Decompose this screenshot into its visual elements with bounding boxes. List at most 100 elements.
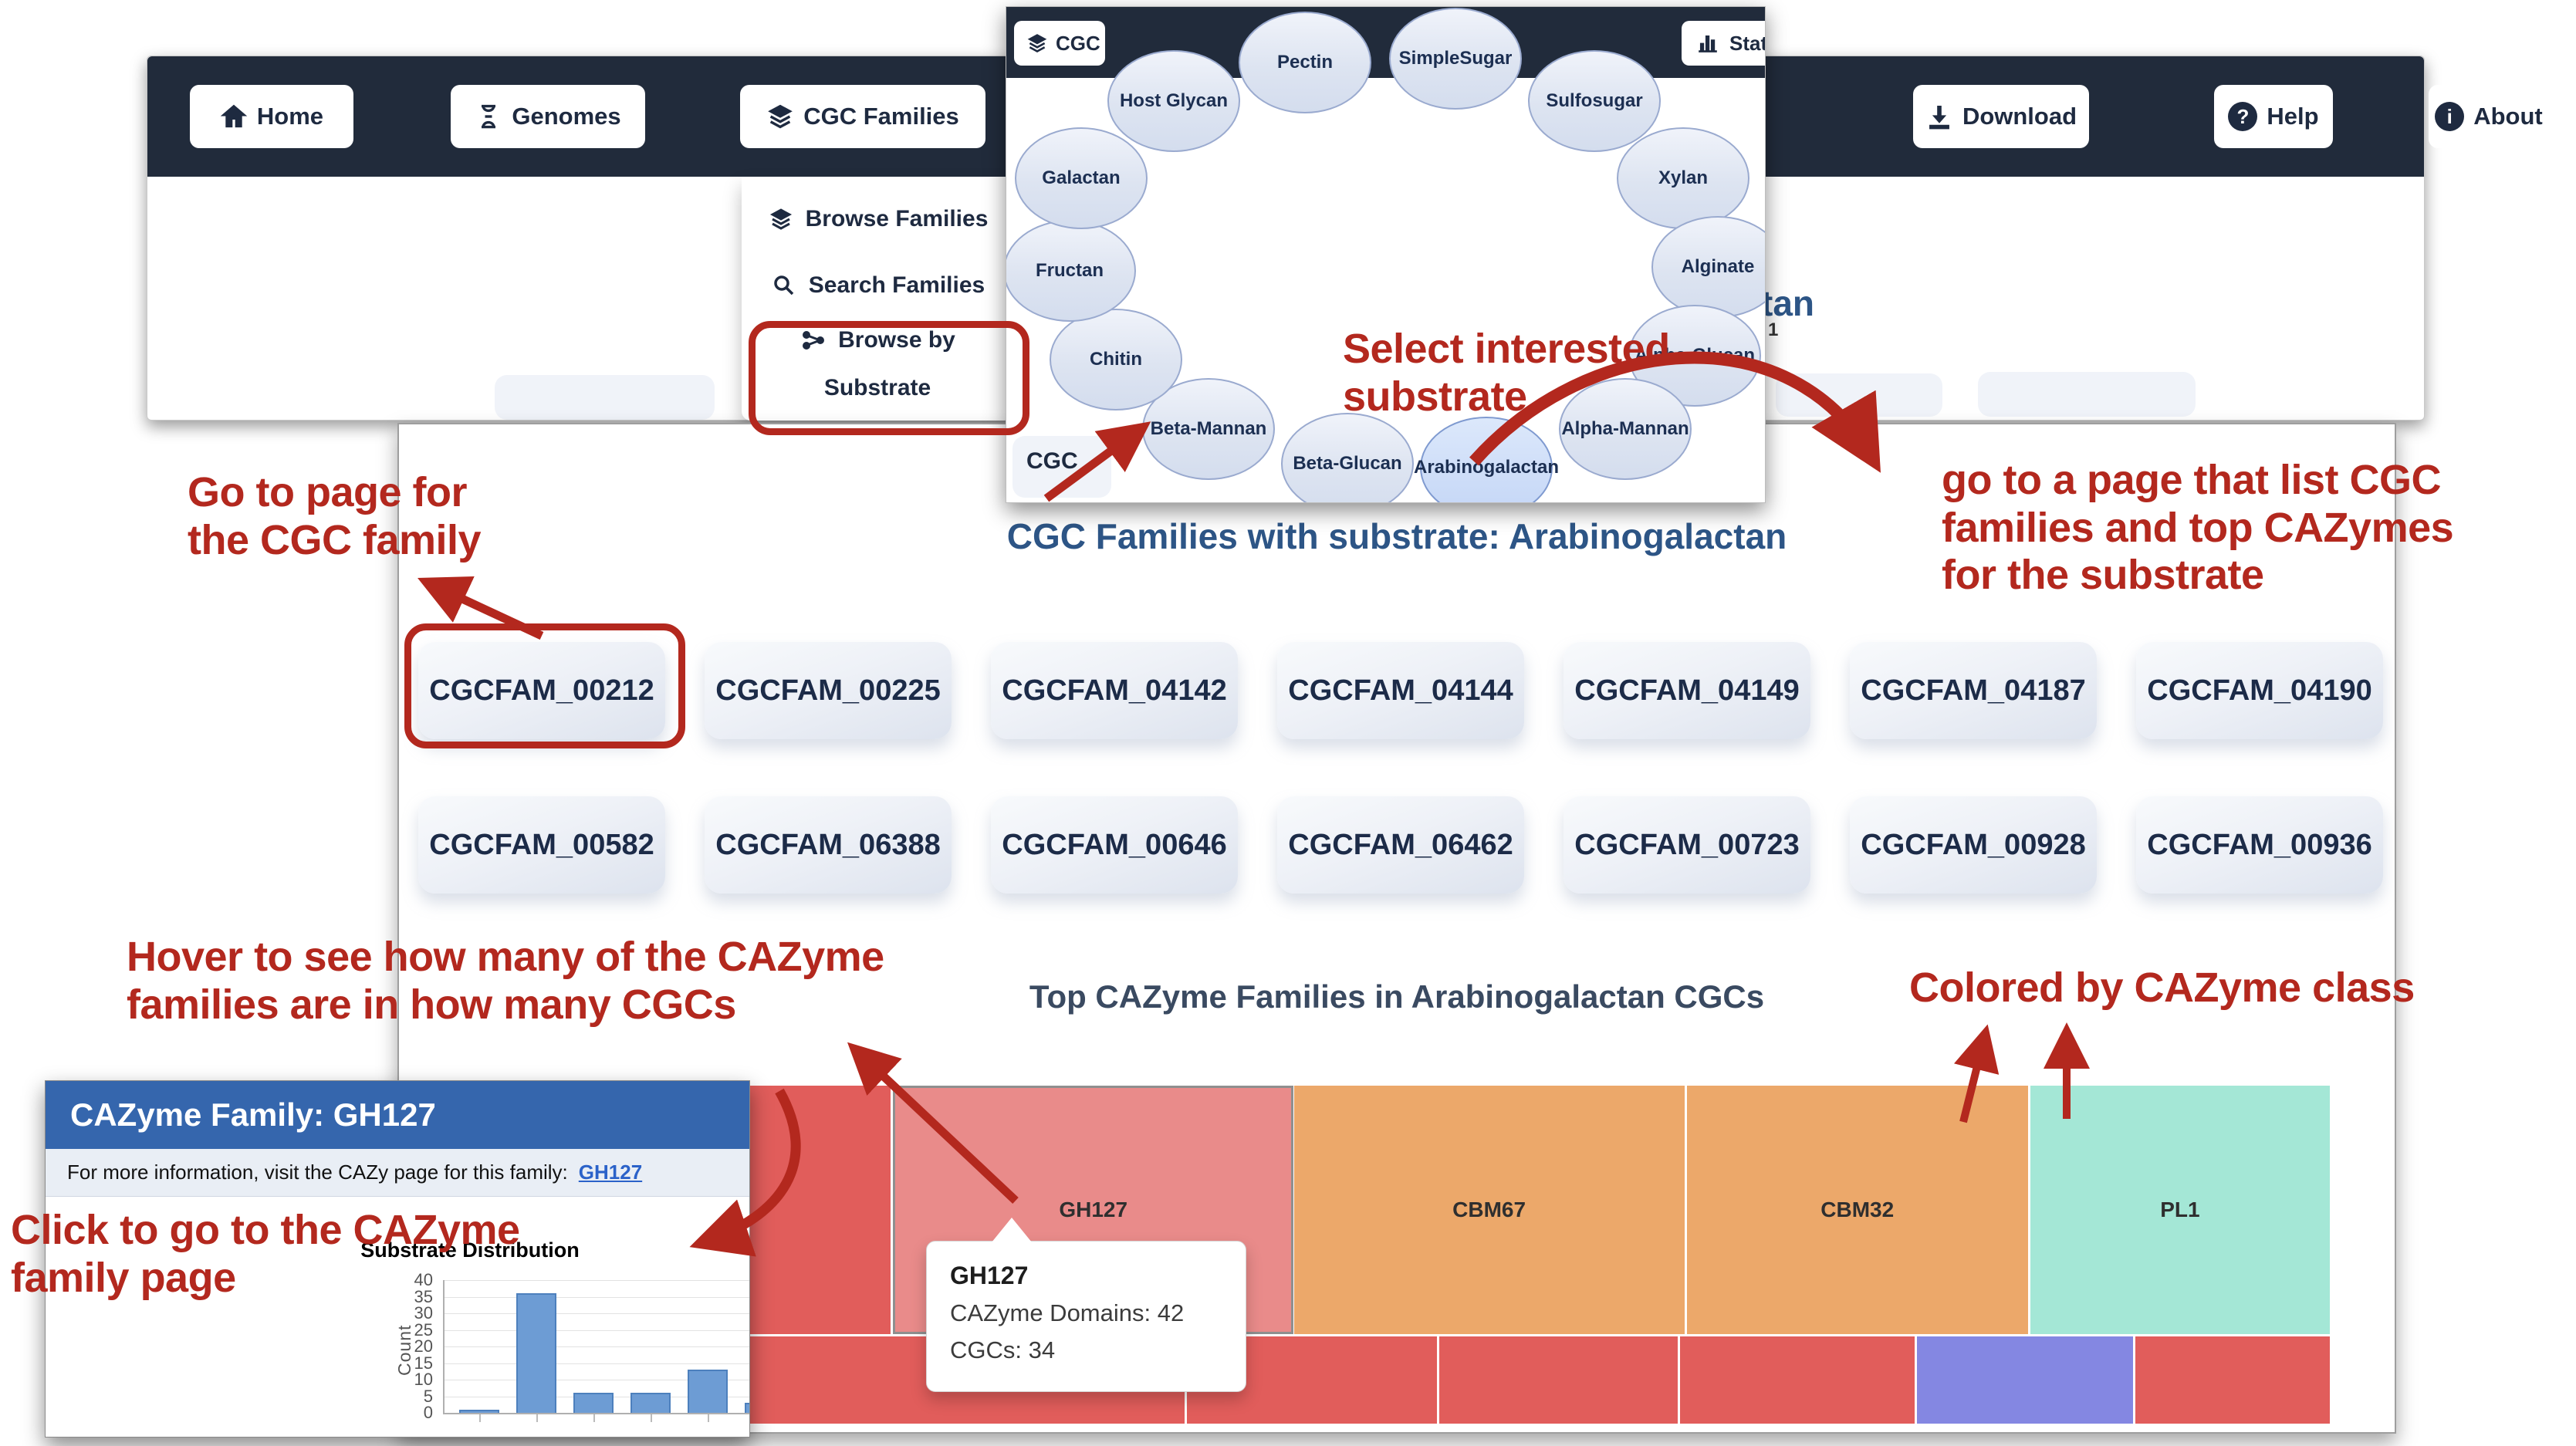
gridline bbox=[445, 1329, 749, 1331]
family-button-cgcfam_00928[interactable]: CGCFAM_00928 bbox=[1850, 796, 2097, 894]
treemap-block-pl1[interactable]: PL1 bbox=[2030, 1086, 2332, 1334]
bar-value-13 bbox=[688, 1370, 728, 1413]
faded-family-button bbox=[1776, 373, 1942, 417]
treemap-title: Top CAZyme Families in Arabinogalactan C… bbox=[1029, 978, 1765, 1015]
cazy-family-link[interactable]: GH127 bbox=[578, 1161, 643, 1184]
cgc-families-results-panel: CGC Families with substrate: Arabinogala… bbox=[397, 423, 2396, 1434]
substrate-label: Pectin bbox=[1276, 52, 1334, 73]
y-tick-label: 25 bbox=[414, 1319, 433, 1340]
substrate-label: Chitin bbox=[1090, 349, 1142, 370]
family-button-cgcfam_00936[interactable]: CGCFAM_00936 bbox=[2136, 796, 2383, 894]
family-button-cgcfam_00723[interactable]: CGCFAM_00723 bbox=[1564, 796, 1810, 894]
x-axis-line bbox=[443, 1413, 749, 1414]
treemap-block[interactable] bbox=[1916, 1336, 2136, 1424]
family-button-cgcfam_06388[interactable]: CGCFAM_06388 bbox=[705, 796, 952, 894]
substrate-galactan[interactable]: Galactan bbox=[1015, 127, 1148, 229]
overlay-corner-fragment: CGC bbox=[1026, 448, 1078, 474]
popup-header: CAZyme Family: GH127 bbox=[46, 1081, 749, 1149]
tooltip-title: GH127 bbox=[950, 1262, 1029, 1289]
gridline bbox=[445, 1363, 749, 1364]
substrate-alginate[interactable]: Alginate bbox=[1651, 216, 1765, 318]
genomes-button[interactable]: Genomes bbox=[451, 85, 645, 148]
substrate-label: Beta-Mannan bbox=[1150, 418, 1267, 440]
family-button-cgcfam_06462[interactable]: CGCFAM_06462 bbox=[1277, 796, 1524, 894]
family-button-cgcfam_04187[interactable]: CGCFAM_04187 bbox=[1850, 642, 2097, 739]
substrate-chitin[interactable]: Chitin bbox=[1050, 309, 1182, 410]
layers-icon bbox=[1026, 29, 1048, 57]
annotation-line: substrate bbox=[1343, 373, 1527, 420]
download-button[interactable]: Download bbox=[1913, 85, 2089, 148]
stats-label: Stats bbox=[1729, 31, 1765, 55]
annotation-hover-info: Hover to see how many of the CAZyme fami… bbox=[127, 934, 884, 1029]
family-button-cgcfam_00582[interactable]: CGCFAM_00582 bbox=[418, 796, 665, 894]
substrate-arabinogalactan[interactable]: Arabinogalactan bbox=[1414, 417, 1559, 502]
home-button[interactable]: Home bbox=[190, 85, 353, 148]
genomes-label: Genomes bbox=[512, 103, 621, 130]
background-title-fragment: tan bbox=[1761, 283, 1814, 323]
substrate-beta-glucan[interactable]: Beta-Glucan bbox=[1281, 413, 1414, 502]
annotation-go-to-list-page: go to a page that list CGC families and … bbox=[1942, 457, 2454, 600]
family-button-cgcfam_04190[interactable]: CGCFAM_04190 bbox=[2136, 642, 2383, 739]
family-button-cgcfam_00212[interactable]: CGCFAM_00212 bbox=[418, 642, 665, 739]
overlay-navbar: CGC Families Stats bbox=[1006, 7, 1765, 78]
y-tick-label: 40 bbox=[414, 1270, 433, 1289]
annotation-line: families are in how many CGCs bbox=[127, 981, 736, 1028]
annotation-line: Colored by CAZyme class bbox=[1909, 965, 2415, 1011]
annotation-line: the CGC family bbox=[188, 516, 482, 563]
gridline bbox=[445, 1296, 749, 1298]
treemap-block[interactable] bbox=[735, 1086, 893, 1334]
menu-item-browse-by-substrate[interactable]: Browse by Substrate bbox=[742, 322, 1013, 407]
substrate-label: Beta-Glucan bbox=[1293, 453, 1402, 475]
bar-chart-icon bbox=[1694, 29, 1722, 57]
substrate-label: Mannan bbox=[1619, 418, 1689, 440]
treemap-block-cbm32[interactable]: CBM32 bbox=[1686, 1086, 2030, 1334]
treemap-block[interactable] bbox=[1438, 1336, 1681, 1424]
family-button-cgcfam_04144[interactable]: CGCFAM_04144 bbox=[1277, 642, 1524, 739]
family-button-cgcfam_00225[interactable]: CGCFAM_00225 bbox=[705, 642, 952, 739]
layers-icon bbox=[767, 205, 795, 233]
chart-title: Substrate Distribution bbox=[360, 1238, 580, 1262]
family-button-cgcfam_04149[interactable]: CGCFAM_04149 bbox=[1564, 642, 1810, 739]
help-button[interactable]: ? Help bbox=[2214, 85, 2333, 148]
family-button-cgcfam_04142[interactable]: CGCFAM_04142 bbox=[991, 642, 1238, 739]
bar-value-3 bbox=[745, 1403, 749, 1413]
cgc-families-button[interactable]: CGC Families bbox=[740, 85, 985, 148]
substrate-label: Galactan bbox=[1042, 167, 1121, 189]
x-tick bbox=[479, 1414, 481, 1422]
popup-info-strip: For more information, visit the CAZy pag… bbox=[46, 1149, 749, 1197]
substrate-label: Host Glycan bbox=[1119, 90, 1229, 112]
faded-family-button bbox=[1978, 372, 2196, 417]
cazyme-family-popup: CAZyme Family: GH127 For more informatio… bbox=[45, 1080, 750, 1438]
annotation-line: Go to page for bbox=[188, 469, 467, 515]
highlight-box-cgcfam-00212 bbox=[404, 623, 685, 748]
substrate-label: Glucan bbox=[1692, 345, 1756, 367]
bar-value-1 bbox=[459, 1409, 499, 1413]
stats-button[interactable]: Stats bbox=[1682, 21, 1765, 66]
substrate-fructan[interactable]: Fructan bbox=[1006, 220, 1136, 322]
substrate-sulfosugar[interactable]: Sulfosugar bbox=[1528, 50, 1661, 152]
y-tick-label: 35 bbox=[414, 1286, 433, 1306]
gridline bbox=[445, 1346, 749, 1347]
substrate-label: Substrate bbox=[823, 375, 931, 401]
y-tick-label: 10 bbox=[414, 1370, 433, 1389]
annotation-click-family-page: Click to go to the CAZyme family page bbox=[11, 1207, 520, 1302]
about-button[interactable]: i About bbox=[2429, 85, 2549, 148]
tooltip-domains: CAZyme Domains: 42 bbox=[950, 1299, 1185, 1326]
treemap-block[interactable] bbox=[2135, 1336, 2332, 1424]
menu-item-search-families[interactable]: Search Families bbox=[742, 258, 1013, 313]
substrate-host glycan[interactable]: Host Glycan bbox=[1107, 50, 1240, 152]
help-label: Help bbox=[2267, 103, 2319, 130]
home-icon bbox=[220, 103, 248, 130]
faded-family-button bbox=[495, 375, 715, 420]
overlay-cgc-families-label: CGC Families bbox=[1056, 31, 1105, 55]
menu-item-browse-families[interactable]: Browse Families bbox=[742, 192, 1013, 246]
treemap-block[interactable] bbox=[1680, 1336, 1917, 1424]
browse-by-label: Browse by bbox=[838, 327, 955, 353]
family-button-cgcfam_00646[interactable]: CGCFAM_00646 bbox=[991, 796, 1238, 894]
treemap-block-cbm67[interactable]: CBM67 bbox=[1293, 1086, 1687, 1334]
substrate-label: Sulfosugar bbox=[1546, 90, 1643, 112]
substrate-pectin[interactable]: Pectin bbox=[1239, 12, 1371, 113]
overlay-cgc-families-button[interactable]: CGC Families bbox=[1014, 21, 1105, 66]
substrate-xylan[interactable]: Xylan bbox=[1617, 127, 1749, 229]
